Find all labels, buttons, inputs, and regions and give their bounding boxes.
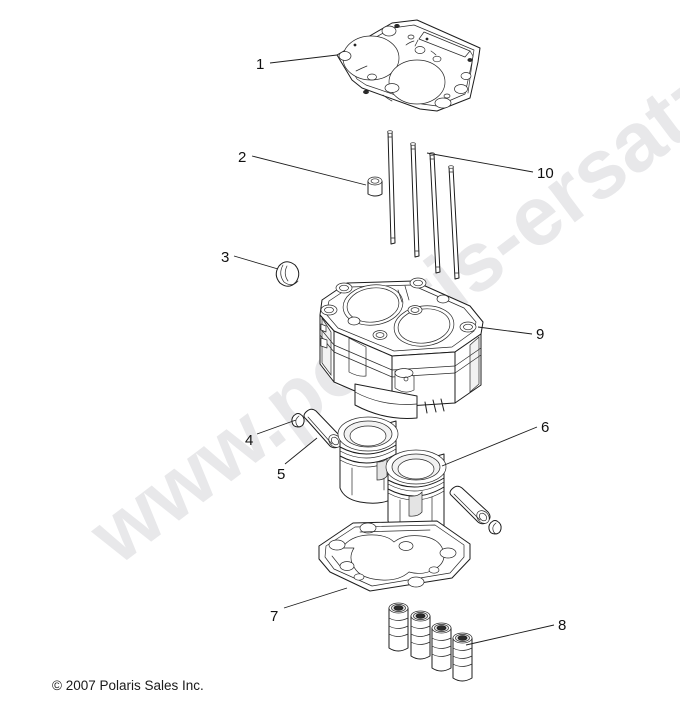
part-cup-plug (275, 261, 300, 287)
callout-10[interactable]: 10 (537, 165, 554, 182)
callout-2[interactable]: 2 (238, 149, 247, 166)
part-piston-pin-circlips (291, 413, 502, 535)
callout-8[interactable]: 8 (558, 617, 567, 634)
part-valve-tappets (388, 602, 473, 682)
leader-line-7 (283, 587, 348, 609)
callout-9[interactable]: 9 (536, 326, 545, 343)
leader-line-9 (477, 326, 533, 335)
leader-line-4 (256, 419, 297, 435)
leader-line-2 (251, 155, 367, 186)
callout-4[interactable]: 4 (245, 432, 254, 449)
leader-line-5 (284, 437, 318, 465)
copyright-notice: © 2007 Polaris Sales Inc. (52, 678, 204, 693)
part-cylinder-studs (387, 130, 460, 280)
part-pistons (337, 416, 447, 537)
leader-line-10 (426, 152, 534, 173)
part-dowel-pin (367, 176, 383, 197)
callout-5[interactable]: 5 (277, 466, 286, 483)
leader-line-6 (441, 426, 538, 467)
callout-1[interactable]: 1 (256, 56, 265, 73)
part-cylinder-base-gasket (318, 520, 471, 592)
callout-6[interactable]: 6 (541, 419, 550, 436)
part-cylinder-head-gasket (336, 19, 481, 112)
leader-line-8 (465, 624, 555, 646)
leader-line-3 (233, 255, 279, 270)
callout-3[interactable]: 3 (221, 249, 230, 266)
part-piston-pins (303, 408, 491, 525)
leader-line-1 (269, 54, 338, 64)
part-cylinder-block (319, 277, 484, 419)
callout-7[interactable]: 7 (270, 608, 279, 625)
callout-leader-lines (233, 54, 555, 646)
